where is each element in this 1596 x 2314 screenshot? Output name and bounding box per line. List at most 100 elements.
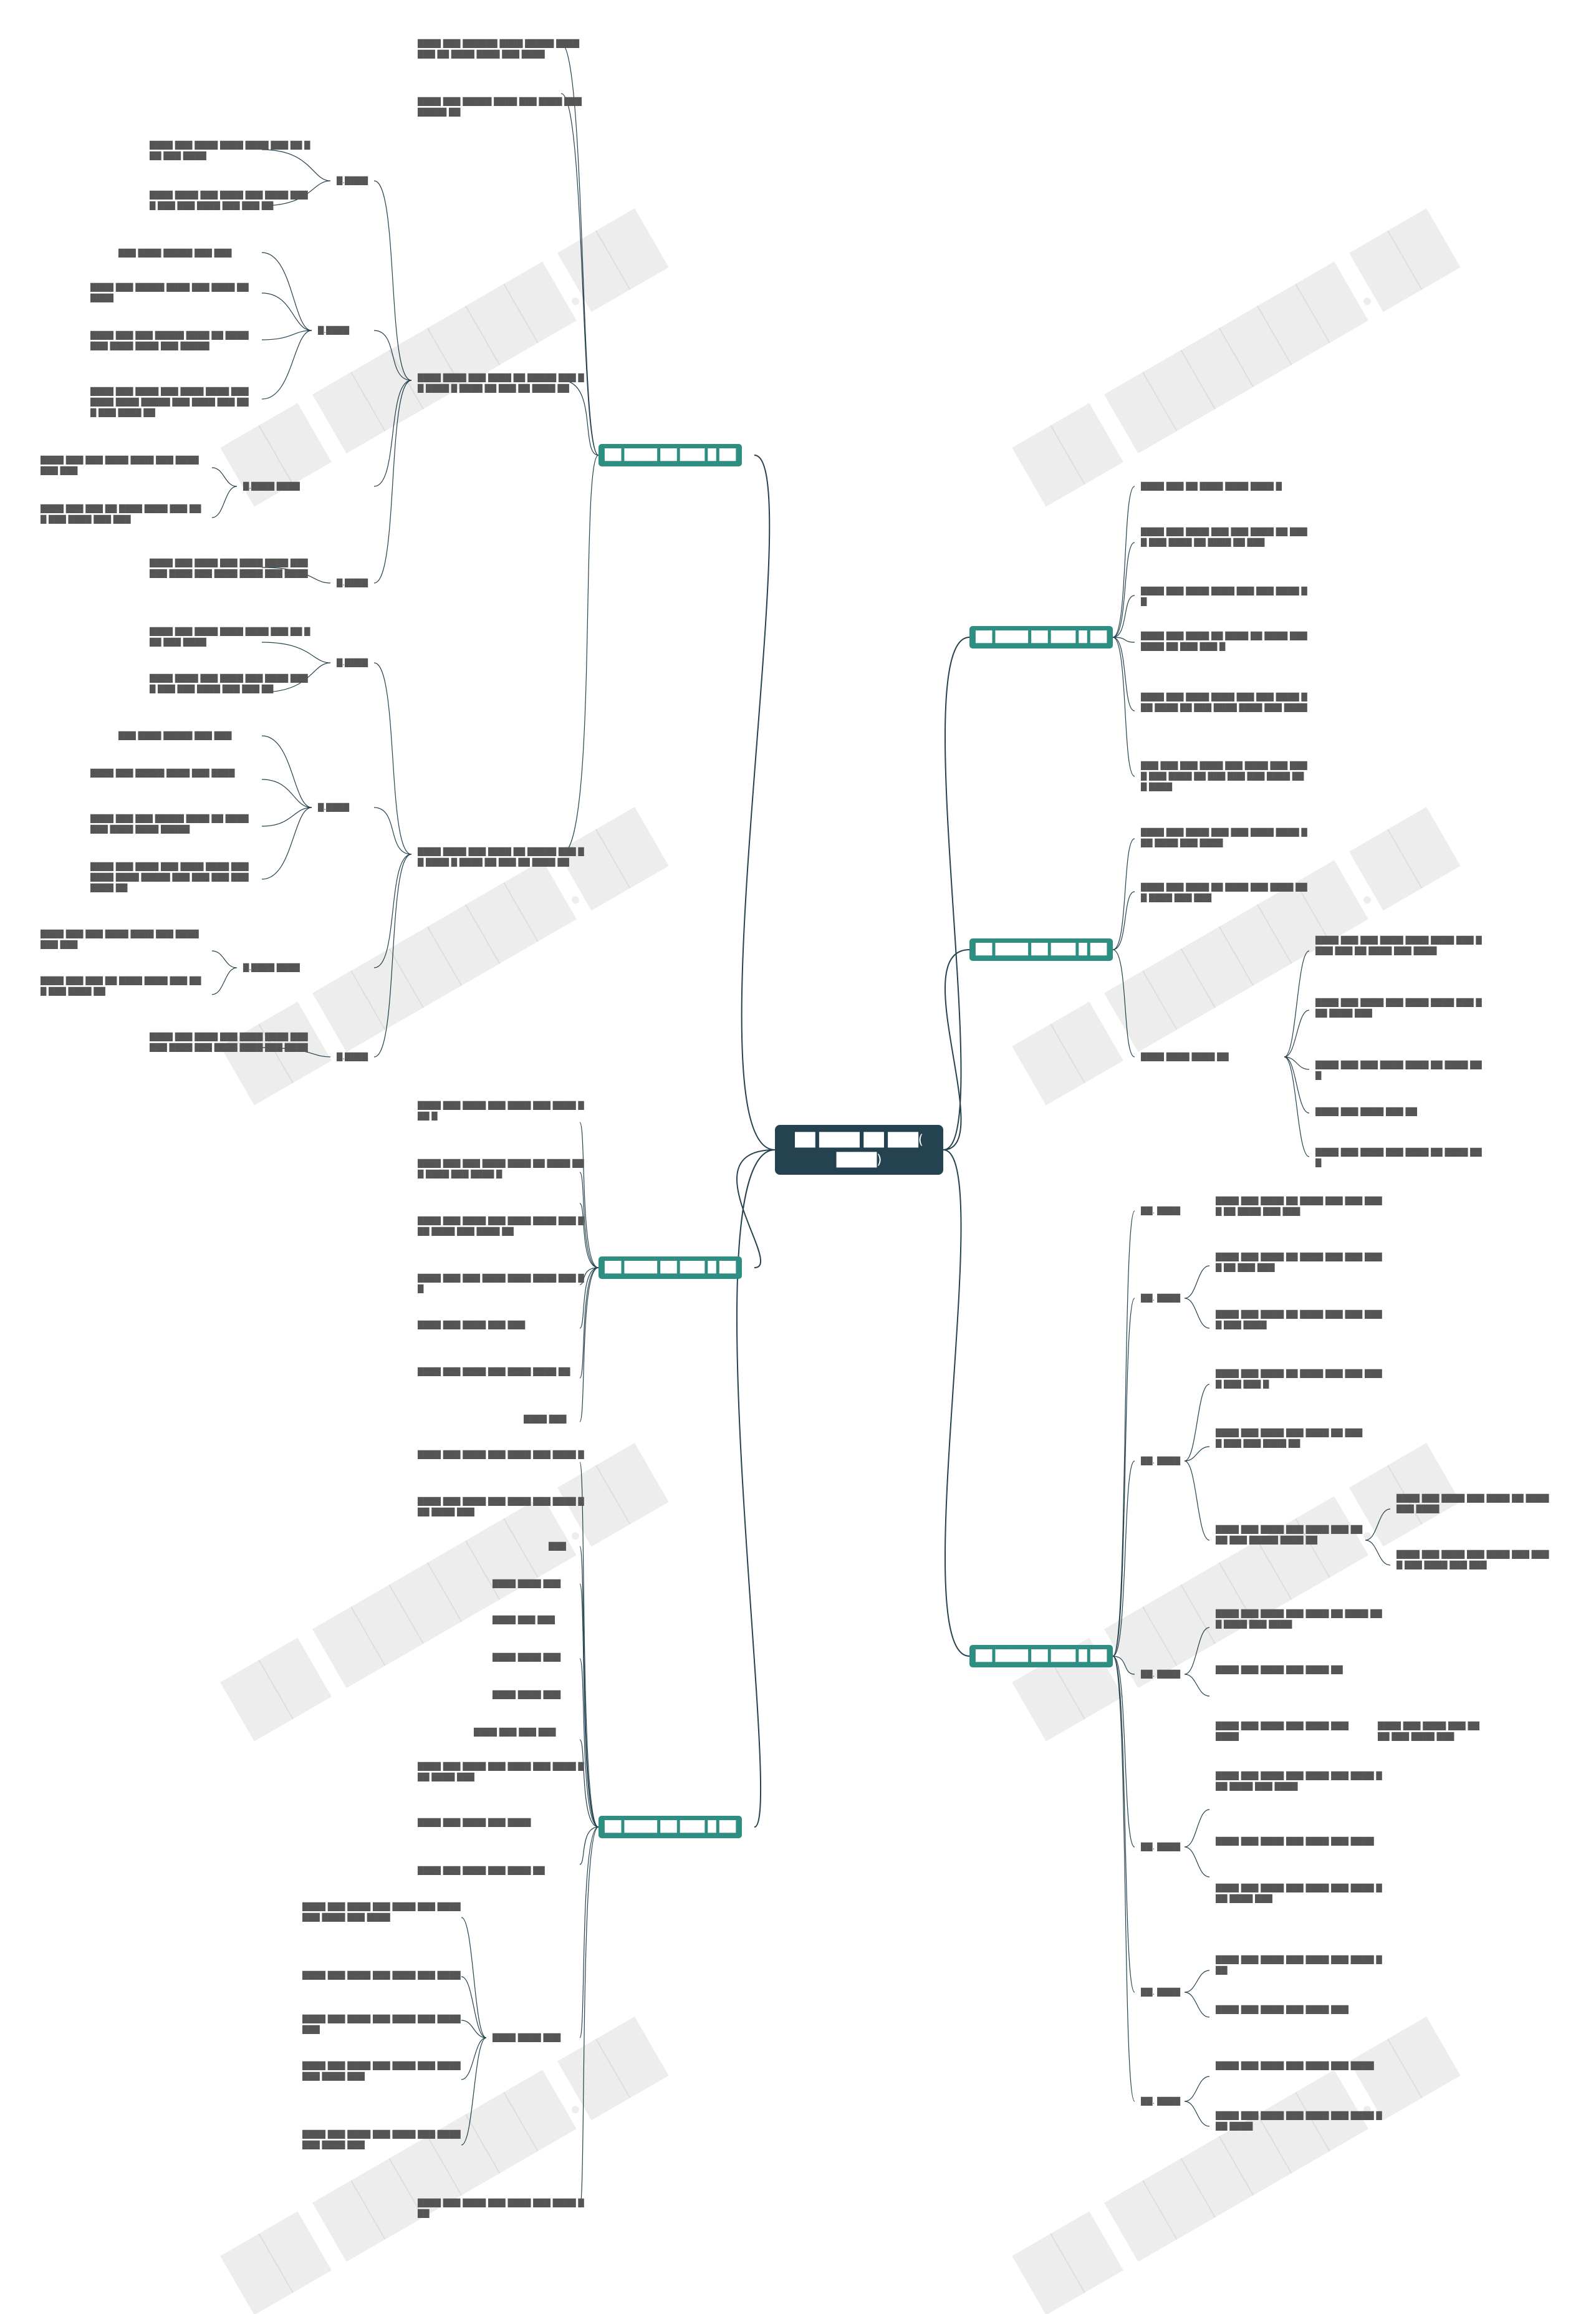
text-node: ████ ████ ███ ████ ██ █████ ███ ██ ████ … [418,374,584,393]
text-node: ████ ███ ████ ███ ████ ███ ████ ███ █ [418,1101,584,1121]
text-node: ████ ███ ████ ███ ████ ████ ███ ███ ████… [1315,998,1482,1018]
text-node: ████ ███ ███ ████ ████ ███ ████ ███ ███ [41,456,199,475]
text-node: ████ ███ ████ ███ ████ ███ ████ ███ ████ [1216,2111,1382,2131]
text-node: ████ ███ ████ ███ ████ ███ ████ [1216,2061,1374,2070]
text-node: ████ ███ ███ ██ ████ ████ ███ ███ ███ ██… [41,976,201,996]
branch-node-6[interactable]: ██ ████ ██ ███ █ ██ [969,1645,1113,1667]
label-node: ██. ████ [1141,1207,1180,1215]
text-node: ███ [549,1542,566,1551]
text-node: ████ ███ ████ ███ ████ ███ ████ ███ ████… [1396,1550,1549,1569]
label-node: ██. ████ [1141,1988,1180,1997]
text-node: ████ ███ [524,1415,567,1424]
text-node: ████ ███ ████ ███ ████ ███ ████ ███ [302,2015,461,2034]
root-title: ██ ████ ██ ███( ████) [795,1132,923,1167]
label-node: █.████ [337,1053,368,1061]
root-node[interactable]: ██ ████ ██ ███( ████) [775,1125,943,1175]
text-node: ████ ███ ████ ███ ████ ███ ████ [1216,1837,1374,1846]
text-node: ████ ███ ████ ███ ████ ███ ████ ███ [1216,1955,1382,1975]
text-node: ████ ███ █████ ████ ███ ████ ██ ████ [90,283,249,302]
text-node: ████ ███ ███ ████ ████ ████ ███ ████ ███… [1315,936,1482,955]
text-node: ████ ███ ███ [493,1616,555,1624]
text-node: ████ ████ ███ ████ ██ █████ ███ ██ ████ … [418,847,584,867]
label-node: ██. ████ [1141,1843,1180,1851]
text-node: ████ ███ ███ ████ ████ ███ ████ ███ ███ [41,930,199,949]
text-node: ████ ███ ████ ███ ████ ███ ████ ███ ████… [1216,1525,1363,1545]
branch-node-2[interactable]: ██ ████ ██ ███ █ ██ [598,1256,743,1279]
text-node: ████ ███ ████ ███ ███ ████ ████ ███ ████… [1141,828,1307,847]
label-node: █.████ [318,326,349,335]
text-node: ████ ████ ███ [493,1579,561,1588]
text-node: ████ ███ ████ ███ ████ ███ ████ [302,1971,461,1980]
text-node: ████ ███ ███ ██ ████ ████ ███ ███ ███ ██… [41,504,201,524]
text-node: ████ ███ ████ ███ ███ ████ ██ ████ ███ █… [1141,528,1307,547]
text-node: ████ ███ ████ ███ ████ ███ ████ ███ ████… [418,1497,584,1516]
text-node: ████ ███ ████ ███ ████ ███ ████ ███ [418,2199,584,2218]
text-node: ████ ███ ████ ██ ████ ██ ████ ███ ████ █… [1141,632,1307,651]
text-node: ████ ███ ████ ███ ████ ███ ████ ███ ████… [302,1902,461,1922]
text-node: ████ ███ ████ ████ ████ ███ ██ ███ ███ █… [150,141,310,160]
text-node: ████ ███ ████ ███ ████ ██ ████ ███ ████ … [1216,1609,1382,1629]
label-node: █.████ [337,658,368,667]
text-node: ████ ████ ███ ████ ███ ████ ████ ███ ███… [150,674,308,693]
text-node: ████ ███ ████ ███ ████ ███ ████ ███ ████… [302,2130,461,2149]
text-node: ███ ████ █████ ███ ███ [118,731,232,740]
text-node: ████ ███ ████ ███ ████ ███ ████ ███ ████… [1216,1884,1382,1903]
text-node: ████ ███ ████ ███ ████ ████ ███ ████ ███… [90,862,249,892]
branch-node-1[interactable]: ██ ████ ██ ███ █ ██ [598,444,743,466]
text-node: ████ ███ ██ ████ ████ ████ █ [1141,482,1282,491]
label-node: █.████ [337,579,368,587]
text-node: ████ ███ ████ ██ ████ ███ ███ ████ ██ ██… [1216,1253,1382,1272]
text-node: ████ ████ ███ ████ ███ ████ ████ ███ ███… [150,191,308,210]
text-node: ████ ███ ████ ███ ███ [418,1321,526,1329]
text-node: ████ ███ ████ ███ ████ ████ ███ ███ ████… [150,559,308,578]
text-node: ████ ███ ███ ███ [474,1728,556,1737]
label-node: █.████ ████ [243,482,300,491]
label-node: ████ ████ ████ ██ [1141,1053,1229,1061]
text-node: ████ ███ ████ ██ ████ ███ ███ ████ ███ █… [1216,1369,1382,1389]
text-node: ████ ███ ████ ███ ████ ████ ███ ███ ████… [418,1217,584,1236]
connector-lines [211,43,1391,2208]
text-node: ████ ███ ██████ ████ █████ ████ ███ ██ █… [418,39,580,59]
label-node: ██. ████ [1141,1670,1180,1679]
text-node: ████ ███ ████ ███ ████ ███ ████ █ [418,1450,584,1459]
text-node: ████ ███ █████ ████ ███ ████ [90,769,235,778]
text-node: ████ ███ ████ ███ ██ [1315,1107,1417,1116]
text-node: ███ ████ █████ ███ ███ [118,249,232,258]
text-node: ████ ███ ████ ████ ███ ███ ████ ███ ████… [1141,693,1307,712]
label-node: ██. ████ [1141,2097,1180,2106]
text-node: ████ ███ ███ █████ ████ ██ ████ ███ ████… [90,331,249,350]
text-node: ████ ███ ████ ███ ████ ██ ████ ███ ████ [1396,1494,1549,1513]
text-node: ████ ███ ████ ████ ███ ███ ████ ██ [1141,587,1307,606]
label-node: ██. ████ [1141,1294,1180,1303]
text-node: ████ ███ ████ ███ ████ ██ [418,1866,545,1875]
text-node: ████ ███ ████ ███ ████ ████ ███ ███ ████… [150,1033,308,1052]
branch-node-3[interactable]: ██ ████ ██ ███ █ ██ [598,1816,743,1838]
text-node: ████ ████ ███ [493,1653,561,1662]
text-node: ████ ████ ███ [493,1690,561,1699]
text-node: ████ ███ ████ ████ ████ ███ ██ ███ ███ █… [150,627,310,647]
text-node: ████ ███ ████ ███ ████ ███ [1216,2005,1348,2014]
text-node: ████ ███ ███ ████ ████ ██ ████ ███ [1315,1061,1482,1080]
text-node: ████ ███ ████ ██ ████ ███ ███ ████ ███ █… [1216,1310,1382,1329]
text-node: ████ ███ ████ ███ ████ ███ ████ ███ ████… [1216,1772,1382,1791]
text-node: ████ ███ ███ █████ ████ ██ ████ ███ ████… [90,814,249,834]
label-node: ████ ████ ███ [493,2033,561,2042]
text-node: ████ ███ ████ ███ ████ ██ [1216,1666,1343,1674]
label-node: █.████ [318,803,349,812]
label-node: █.████ ████ [243,963,300,972]
text-node: ████ ███ ████ ███ ████ ███ ████ ███ ████… [302,2061,461,2081]
text-node: ████ ███ ████ ███ ████ ██ ████ ███ [1315,1148,1482,1167]
text-node: ████ ███ ████ ███ ████ [418,1818,531,1827]
branch-node-5[interactable]: ██ ████ ██ ███ █ ██ [969,938,1113,961]
label-node: ██. ████ [1141,1457,1180,1465]
label-node: █.████ [337,176,368,185]
text-node: ████ ███ ████ ██ ████ ███ ███ ████ ██ ██… [1216,1197,1382,1216]
text-node: ████ ███ ████ ███ ████ ███ ████ ███ [1378,1722,1479,1741]
text-node: ████ ███ ████ ███ ████ ████ ███ ████ ███… [90,387,249,417]
branch-node-4[interactable]: ██ ████ ██ ███ █ ██ [969,626,1113,648]
text-node: ████ ███ █████ ████ ███ ████ ███ █████ █… [418,97,582,117]
text-node: ███ ███ ███ ████ ███ ████ ███ ████ ███ █… [1141,761,1307,791]
text-node: ████ ███ ████ ███ ████ ███ ████ [1216,1722,1348,1741]
text-node: ████ ███ ████ ███ ████ ███ ████ ███ ████… [418,1762,584,1781]
text-node: ████ ███ ███ ████ ████ ████ ███ ██ [418,1274,584,1293]
